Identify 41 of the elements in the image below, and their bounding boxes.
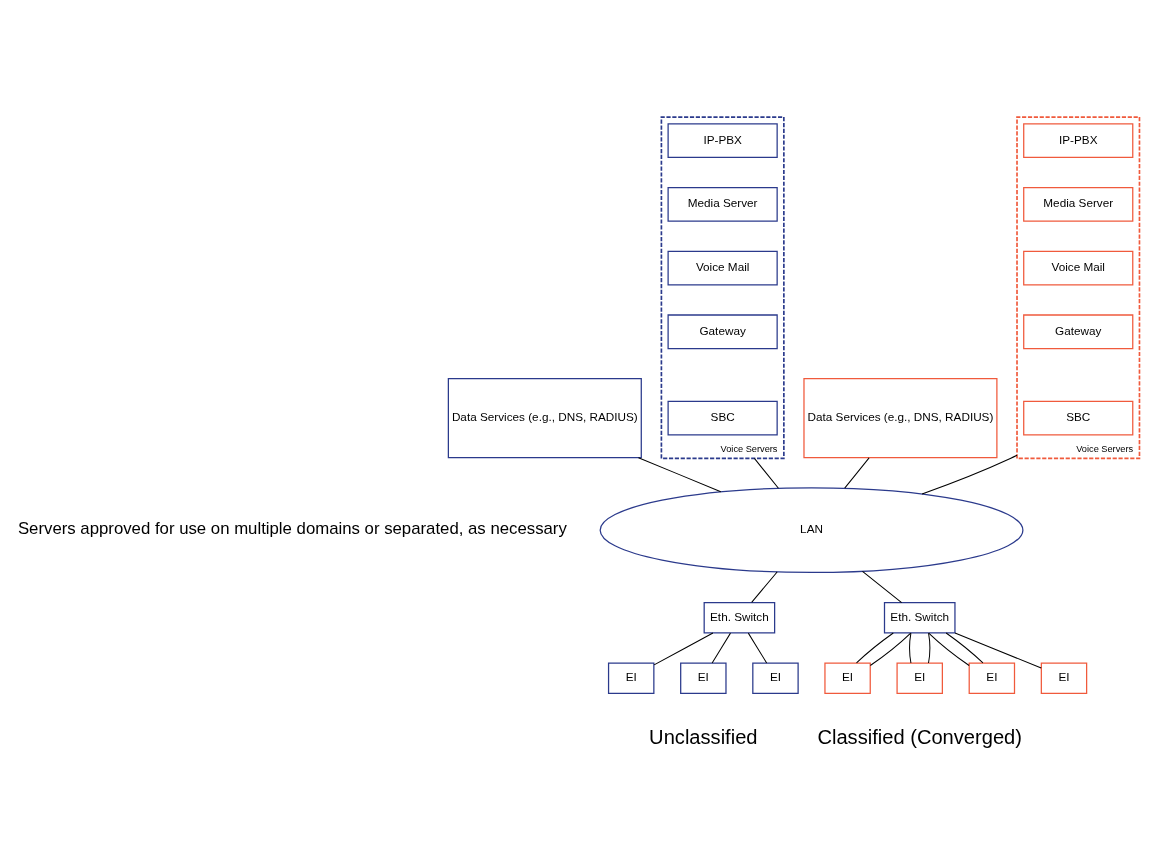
- connector: [954, 632, 1042, 669]
- connector: [928, 632, 970, 667]
- connector: [928, 632, 931, 664]
- connector: [844, 457, 870, 489]
- label: Unclassified: [649, 725, 758, 748]
- node-box: Gateway: [1023, 314, 1134, 350]
- node-box: Media Server: [667, 186, 778, 222]
- node-box: EI: [896, 662, 943, 694]
- node-box: Voice Mail: [667, 250, 778, 286]
- node-box: Media Server: [1023, 186, 1134, 222]
- node-box: Gateway: [667, 314, 778, 350]
- connector: [637, 457, 722, 493]
- connector: [921, 454, 1018, 495]
- connector: [653, 632, 714, 666]
- node-box: Eth. Switch: [883, 602, 956, 634]
- connector: [711, 632, 731, 664]
- node-box: EI: [824, 662, 871, 694]
- node-box: SBC: [1023, 400, 1134, 436]
- label: Classified (Converged): [817, 725, 1022, 748]
- node-box: Data Services (e.g., DNS, RADIUS): [803, 378, 998, 459]
- node-box: EI: [607, 662, 655, 694]
- connector: [909, 632, 912, 664]
- node-box: Voice Mail: [1023, 250, 1134, 286]
- label: Servers approved for use on multiple domains or separated, as necessary: [17, 519, 567, 539]
- node-box: EI: [680, 662, 727, 694]
- node-box: EI: [752, 662, 799, 694]
- connector: [861, 570, 903, 604]
- connector: [751, 571, 778, 603]
- node-box: EI: [1040, 662, 1088, 694]
- node-box: Data Services (e.g., DNS, RADIUS): [447, 378, 642, 459]
- node-box: SBC: [667, 400, 778, 436]
- node-ellipse: LAN: [599, 487, 1024, 574]
- node-box: EI: [968, 662, 1016, 694]
- node-box: IP-PBX: [1023, 123, 1134, 158]
- node-box: IP-PBX: [667, 123, 778, 158]
- connector: [747, 632, 768, 664]
- node-box: Eth. Switch: [703, 602, 776, 634]
- connector: [945, 632, 984, 664]
- connector: [869, 632, 912, 667]
- connector: [753, 457, 779, 489]
- connector: [856, 632, 894, 664]
